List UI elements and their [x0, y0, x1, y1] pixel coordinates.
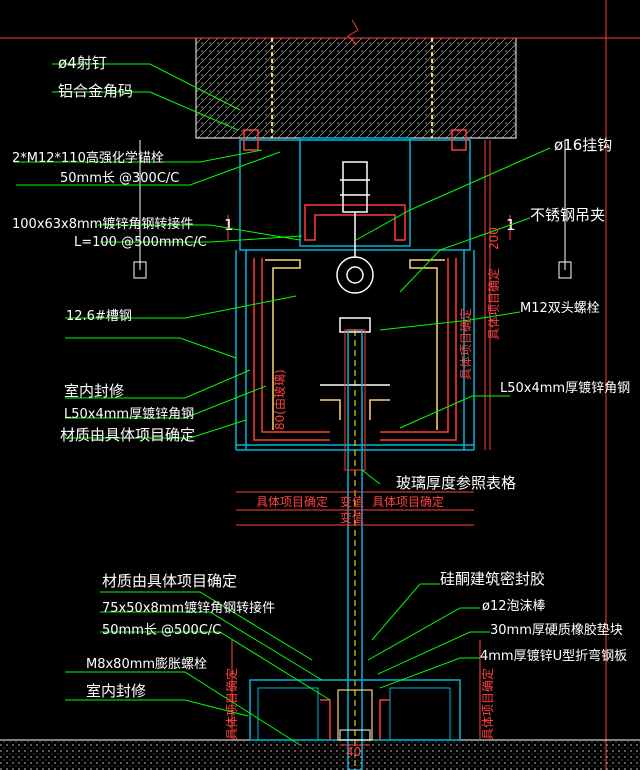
label-sealant: 硅酮建筑密封胶 — [440, 570, 545, 588]
label-glass-thickness: 玻璃厚度参照表格 — [396, 474, 516, 492]
label-m12-bolt: M12双头螺栓 — [520, 301, 600, 316]
channel-steel — [243, 129, 467, 441]
label-hook: ø16挂钩 — [554, 136, 612, 154]
label-nail: ø4射钉 — [58, 54, 107, 72]
section-marks: 1 1 — [224, 216, 516, 234]
section-mark-left: 1 — [224, 216, 234, 234]
glass-panel — [344, 329, 366, 770]
dim-var: 变值 — [340, 494, 364, 509]
label-u-plate: 4mm厚镀锌U型折弯钢板 — [480, 648, 627, 664]
break-mark — [347, 19, 359, 45]
label-channel: 12.6#槽钢 — [66, 309, 132, 324]
label-transfer-bottom: 75x50x8mm镀锌角钢转接件 — [102, 600, 275, 616]
dim-200: 200 — [487, 227, 501, 250]
leader-lines — [14, 63, 551, 746]
dim-80: 80(由玻璃) — [273, 369, 287, 430]
dim-project-br: 具体项目确定 — [480, 668, 495, 740]
dim-project-h: 具体项目确定 — [256, 494, 328, 509]
label-ss-clamp: 不锈钢吊夹 — [530, 206, 605, 224]
label-angle-l50-right: L50x4mm厚镀锌角钢 — [500, 380, 630, 396]
label-rubber-pad: 30mm厚硬质橡胶垫块 — [490, 622, 623, 638]
label-anchor-spacing: 50mm长 @300C/C — [60, 171, 179, 186]
label-transfer-bottom-spacing: 50mm长 @500C/C — [102, 623, 221, 638]
label-interior-finish: 室内封修 — [64, 382, 124, 400]
dim-40: 40 — [346, 745, 361, 759]
label-transfer-piece: 100x63x8mm镀锌角钢转接件 — [12, 216, 193, 232]
label-material-left: 材质由具体项目确定 — [60, 426, 195, 444]
dim-project-h2: 具体项目确定 — [372, 494, 444, 509]
label-alu-angle: 铝合金角码 — [58, 82, 133, 100]
dimension-lines — [227, 140, 511, 746]
label-material-bottom: 材质由具体项目确定 — [102, 572, 237, 590]
galvanized-angle — [265, 259, 445, 430]
dim-project-v2: 具体项目确定 — [486, 268, 501, 340]
label-anchor-bolt: 2*M12*110高强化学锚栓 — [12, 150, 164, 166]
label-transfer-spacing: L=100 @500mmC/C — [74, 235, 207, 250]
dim-project-bl: 具体项目确定 — [224, 668, 239, 740]
floor-slab-bottom — [0, 679, 640, 770]
dim-var-bottom: 变值 — [340, 510, 364, 525]
label-angle-l50-left: L50x4mm厚镀锌角钢 — [64, 406, 194, 422]
label-interior-finish-bottom: 室内封修 — [86, 682, 146, 700]
dim-project-v1: 具体项目确定 — [458, 308, 473, 380]
label-expansion-bolt: M8x80mm膨胀螺栓 — [86, 657, 207, 672]
label-foam-rod: ø12泡沫棒 — [482, 599, 546, 614]
